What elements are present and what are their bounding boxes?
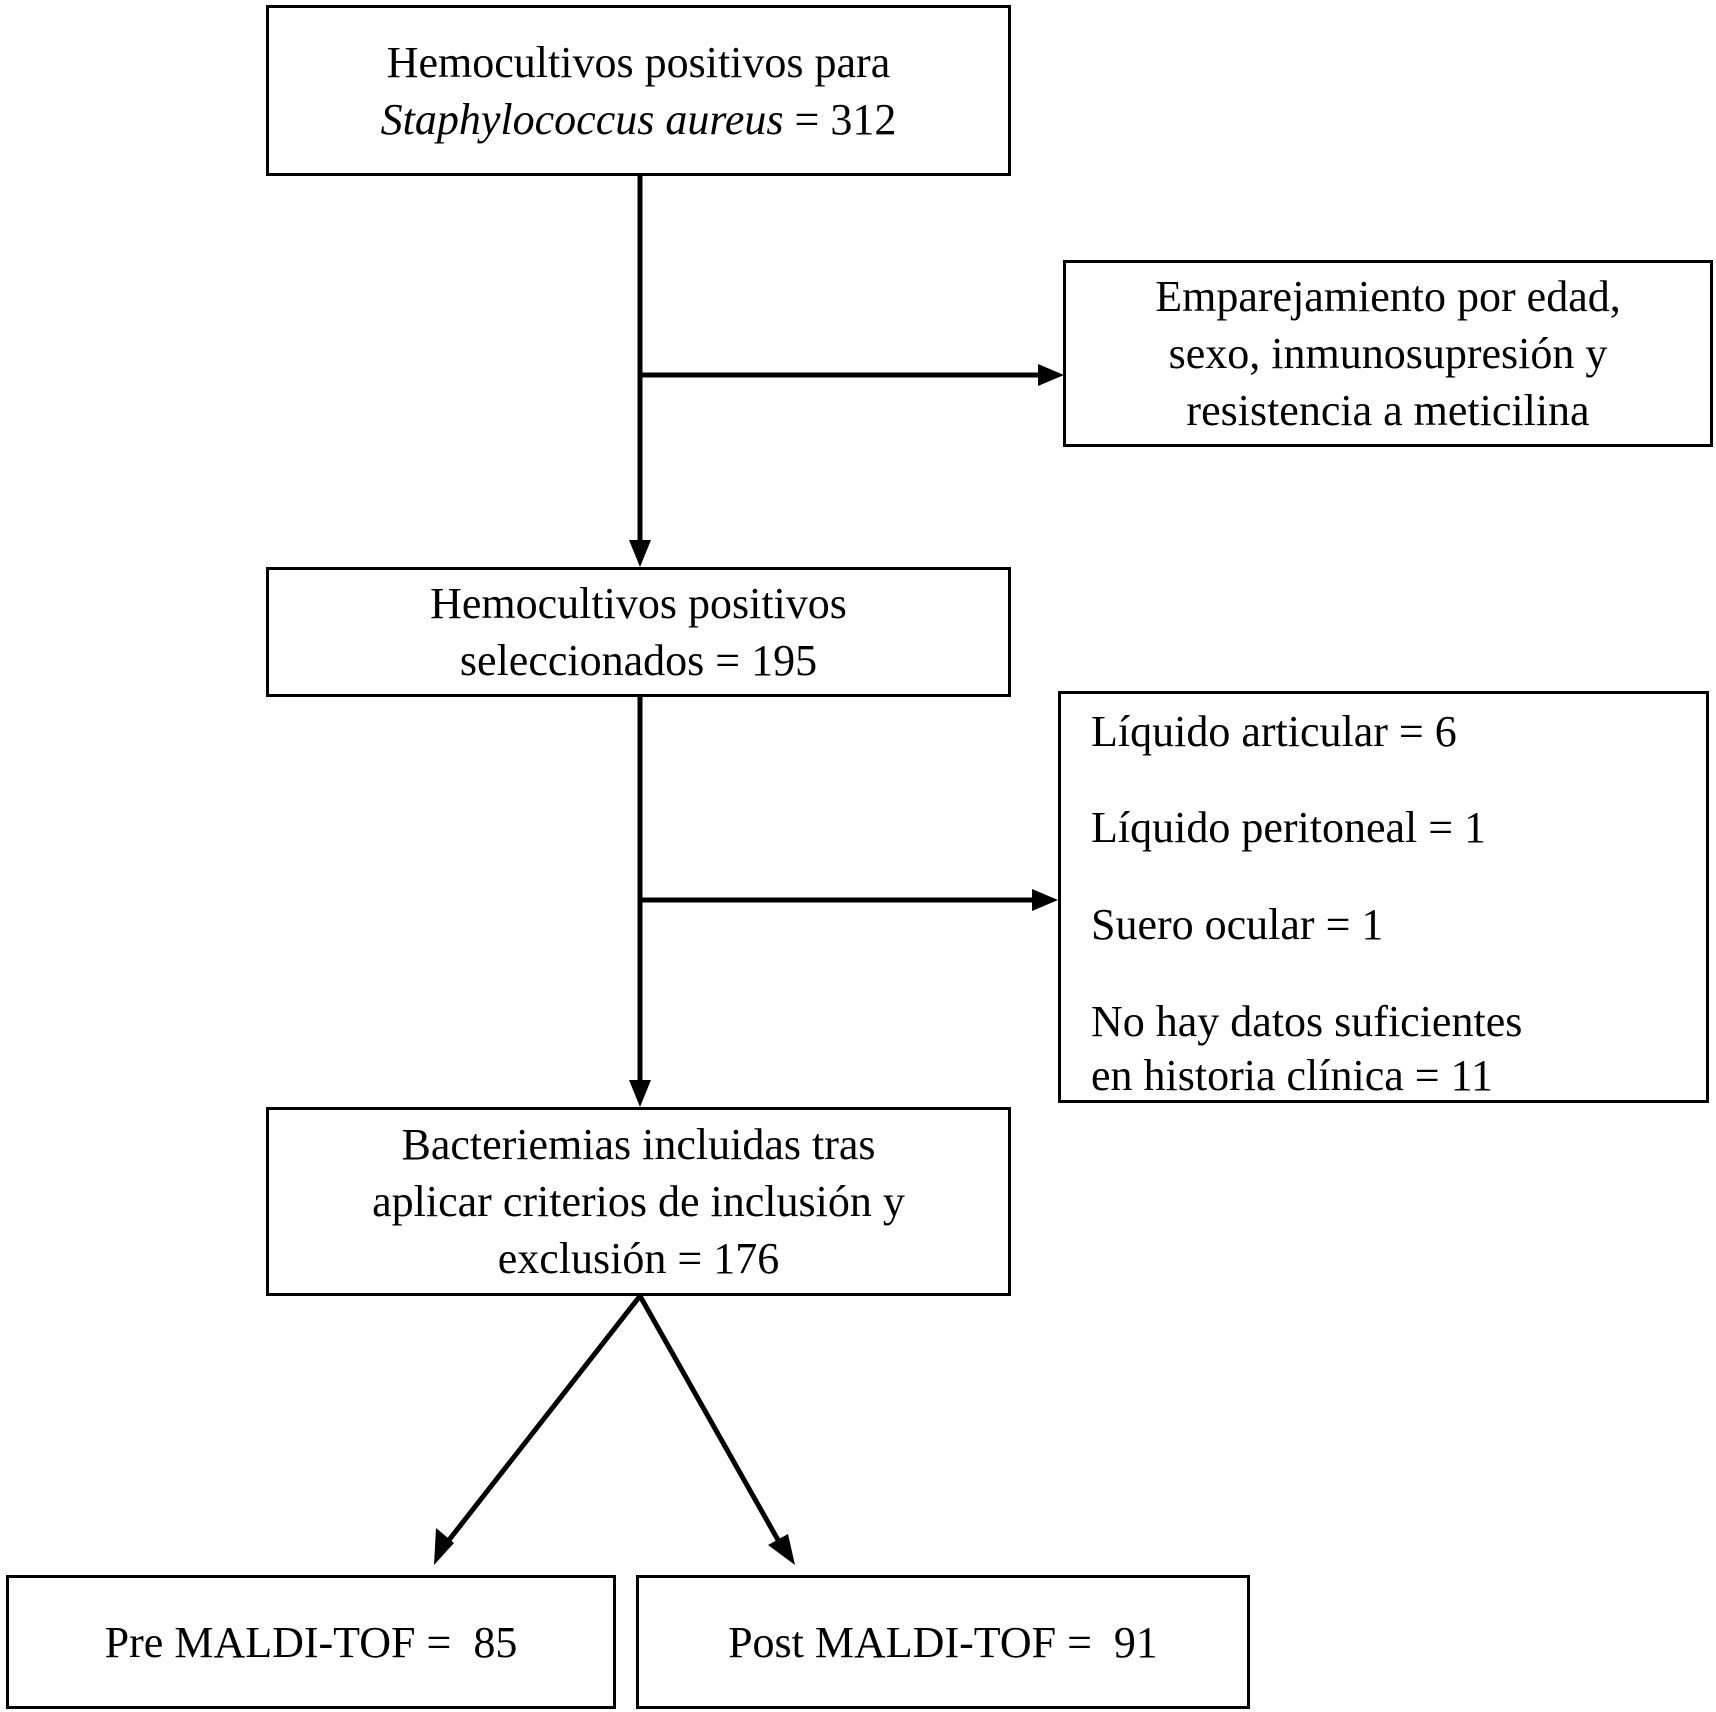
included-line-2: aplicar criterios de inclusión y: [372, 1177, 905, 1226]
post-maldi-tof-text: Post MALDI-TOF = 91: [728, 1617, 1158, 1667]
arrowhead-included: [629, 1080, 651, 1107]
initial-line-1: Hemocultivos positivos para: [386, 37, 891, 87]
matching-line-2: sexo, inmunosupresión y: [1168, 329, 1608, 378]
selected-line-2: seleccionados = 195: [459, 636, 818, 685]
arrowhead-matching: [1038, 364, 1064, 386]
exclusion-item-insufficient-data-cont: en historia clínica = 11: [1091, 1051, 1493, 1100]
box-selected-cultures: Hemocultivos positivos seleccionados = 1…: [266, 567, 1011, 697]
box-exclusions: Líquido articular = 6 Líquido peritoneal…: [1058, 691, 1709, 1103]
exclusion-item-ocular: Suero ocular = 1: [1091, 900, 1384, 949]
exclusion-item-articular: Líquido articular = 6: [1091, 707, 1457, 756]
arrowhead-pre: [434, 1528, 454, 1565]
exclusion-item-insufficient-data: No hay datos suficientes: [1091, 997, 1523, 1046]
included-line-3: exclusión = 176: [497, 1234, 780, 1283]
box-initial-cultures: Hemocultivos positivos para Staphylococc…: [266, 5, 1011, 176]
box-matching-criteria: Emparejamiento por edad, sexo, inmunosup…: [1063, 260, 1713, 447]
box-included-bacteremias: Bacteriemias incluidas tras aplicar crit…: [266, 1107, 1011, 1296]
exclusion-item-peritoneal: Líquido peritoneal = 1: [1091, 803, 1487, 852]
box-post-maldi-tof: Post MALDI-TOF = 91: [636, 1575, 1250, 1709]
initial-line-2: Staphylococcus aureus = 312: [381, 91, 897, 148]
included-line-1: Bacteriemias incluidas tras: [401, 1120, 876, 1169]
arrow-to-post: [637, 1294, 781, 1542]
organism-name: Staphylococcus aureus: [380, 94, 784, 144]
arrowhead-post: [768, 1534, 795, 1565]
arrowhead-exclusions: [1032, 889, 1058, 911]
arrowhead-selected: [629, 540, 651, 567]
initial-count: = 312: [783, 94, 897, 144]
pre-maldi-tof-text: Pre MALDI-TOF = 85: [104, 1617, 518, 1667]
matching-line-3: resistencia a meticilina: [1186, 386, 1590, 435]
selected-line-1: Hemocultivos positivos: [430, 579, 847, 628]
arrow-to-pre: [447, 1294, 642, 1542]
box-pre-maldi-tof: Pre MALDI-TOF = 85: [6, 1575, 616, 1709]
matching-line-1: Emparejamiento por edad,: [1155, 272, 1621, 321]
